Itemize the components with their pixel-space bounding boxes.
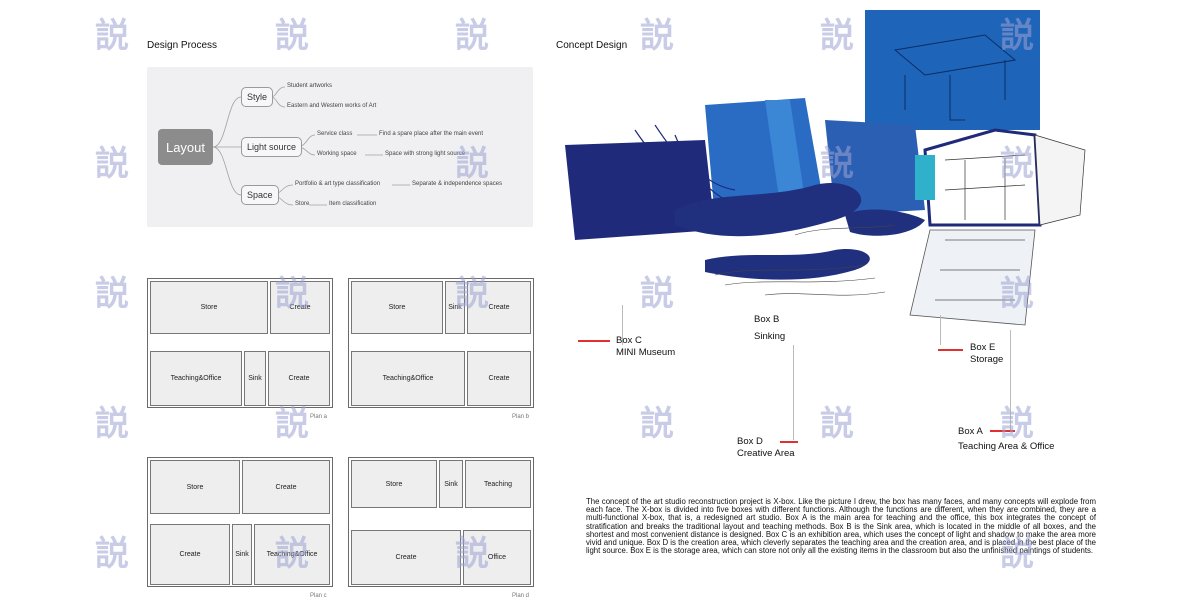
room-teaching-office: Teaching&Office	[351, 351, 465, 406]
mindmap-node-style: Style	[241, 87, 274, 107]
watermark-logo-icon: 説	[275, 16, 309, 56]
box-a-callout: Box A Teaching Area & Office	[958, 426, 1055, 452]
plan-b-label: Plan b	[512, 414, 530, 420]
box-d-callout: Box D Creative Area	[737, 436, 795, 459]
box-a-house	[923, 128, 1042, 227]
box-d-cabinet	[909, 229, 1036, 326]
mindmap-node-light-source: Light source	[241, 137, 303, 157]
watermark: 説	[455, 2, 545, 62]
mindmap-leaf: Service class	[317, 131, 353, 137]
room-create: Create	[270, 281, 330, 334]
mindmap-leaf: Item classification	[329, 201, 377, 207]
room-store: Store	[150, 281, 268, 334]
box-a-marker	[990, 430, 1015, 432]
room-sink: Sink	[244, 351, 266, 406]
box-c-callout: Box C MINI Museum	[616, 335, 676, 358]
watermark-logo-icon: 説	[95, 144, 129, 184]
mindmap-leaf: Space with strong light source	[385, 151, 466, 157]
mindmap-root: Layout	[158, 129, 213, 165]
box-e-marker	[938, 349, 963, 351]
mindmap-leaf: Eastern and Western works of Art	[287, 103, 377, 109]
watermark-logo-icon: 説	[820, 404, 854, 444]
watermark: 説	[640, 390, 730, 450]
mindmap-node-space: Space	[241, 185, 279, 205]
hands-illustration	[675, 183, 925, 280]
room-teaching-office: Teaching&Office	[150, 351, 242, 406]
watermark: 説	[820, 390, 910, 450]
box-d-marker	[780, 441, 798, 443]
watermark: 説	[95, 2, 185, 62]
room-create: Create	[467, 281, 531, 334]
room-store: Store	[351, 281, 443, 334]
mindmap-leaf: Working space	[317, 151, 357, 157]
concept-design-heading: Concept Design	[556, 40, 628, 51]
room-sink: Sink	[445, 281, 465, 334]
mindmap-leaf: Store	[295, 201, 310, 207]
room-office: Office	[463, 530, 531, 585]
room-sink: Sink	[232, 524, 252, 585]
box-b-callout: Box B Sinking	[754, 314, 786, 342]
room-teaching: Teaching	[465, 460, 531, 508]
room-create: Create	[242, 460, 330, 514]
room-create: Create	[467, 351, 531, 406]
concept-description: The concept of the art studio reconstruc…	[586, 497, 1096, 556]
plan-a-label: Plan a	[310, 414, 328, 420]
watermark-logo-icon: 説	[95, 274, 129, 314]
xbox-concept-illustration	[565, 10, 1086, 326]
box-c-marker	[578, 340, 610, 342]
room-create: Create	[268, 351, 330, 406]
plan-a: Store Create Teaching&Office Sink Create	[147, 278, 333, 408]
mindmap-leaf: Portfolio & art type classification	[295, 181, 381, 187]
room-sink: Sink	[439, 460, 463, 508]
mindmap-leaf: Student artworks	[287, 83, 333, 89]
plan-c-label: Plan c	[310, 593, 327, 599]
room-teaching-office: Teaching&Office	[254, 524, 330, 585]
layout-mindmap: Layout Style Student artworks Eastern an…	[147, 67, 533, 227]
watermark-logo-icon: 説	[95, 16, 129, 56]
mindmap-leaf: Separate & independence spaces	[412, 181, 503, 187]
room-create: Create	[150, 524, 230, 585]
plan-b: Store Sink Create Teaching&Office Create	[348, 278, 534, 408]
watermark: 説	[275, 2, 365, 62]
watermark-logo-icon: 説	[95, 404, 129, 444]
design-process-heading: Design Process	[147, 40, 218, 51]
box-e-callout: Box E Storage	[970, 342, 1004, 365]
watermark-logo-icon: 説	[455, 16, 489, 56]
watermark-logo-icon: 説	[640, 404, 674, 444]
room-store: Store	[150, 460, 240, 514]
plan-c: Store Create Create Sink Teaching&Office	[147, 457, 333, 587]
room-store: Store	[351, 460, 437, 508]
plan-d: Store Sink Teaching Create Office	[348, 457, 534, 587]
plan-d-label: Plan d	[512, 593, 530, 599]
watermark-logo-icon: 説	[95, 534, 129, 574]
mindmap-leaf: Find a spare place after the main event	[379, 131, 484, 137]
room-create: Create	[351, 530, 461, 585]
